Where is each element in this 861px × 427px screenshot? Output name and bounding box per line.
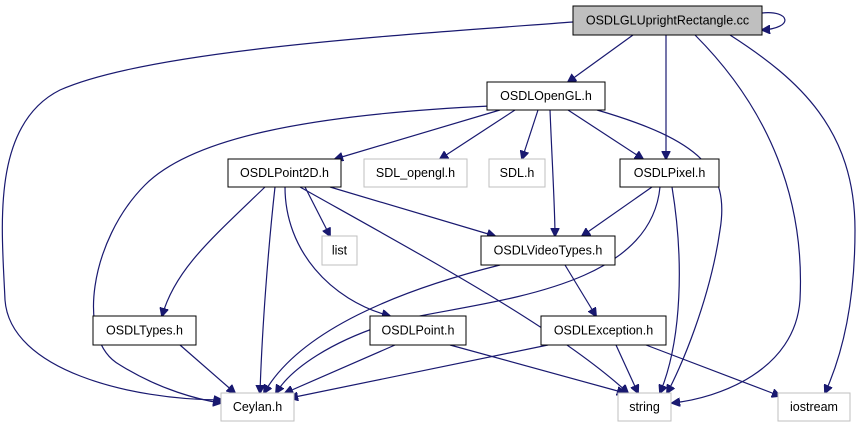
edge-pixel-to-videotypes (582, 186, 653, 236)
node-label: OSDLException.h (554, 324, 653, 338)
edge-opengl-to-point2d (335, 109, 501, 159)
node-label: OSDLTypes.h (106, 324, 183, 338)
node-point2d[interactable]: OSDLPoint2D.h (227, 158, 342, 188)
node-sdlopengl: SDL_opengl.h (363, 158, 468, 188)
edge-root-to-string (672, 34, 802, 403)
edge-opengl-to-sdlh (522, 109, 539, 159)
node-box (480, 235, 616, 266)
node-label: SDL.h (500, 166, 535, 180)
node-box (92, 315, 197, 346)
node-label: string (629, 400, 660, 414)
node-box (321, 235, 358, 266)
node-pixel[interactable]: OSDLPixel.h (619, 158, 720, 188)
edge-point2d-to-videotypes (329, 186, 495, 236)
edge-point2d-to-string (299, 186, 628, 393)
node-box (572, 5, 763, 36)
node-box (619, 158, 720, 188)
node-label: OSDLGLUprightRectangle.cc (586, 14, 749, 28)
node-videotypes[interactable]: OSDLVideoTypes.h (480, 235, 616, 266)
edge-videotypes-to-exception (564, 264, 596, 316)
edge-opengl-to-string (596, 109, 723, 393)
node-root[interactable]: OSDLGLUprightRectangle.cc (572, 5, 763, 36)
node-label: list (332, 244, 348, 258)
node-label: Ceylan.h (233, 400, 282, 414)
node-box (777, 392, 851, 422)
edge-point2d-to-ceylan (260, 186, 276, 393)
node-box (363, 158, 468, 188)
edge-point-to-ceylan (285, 344, 396, 393)
edge-opengl-to-ceylan (93, 105, 491, 403)
node-box (369, 315, 467, 346)
node-label: OSDLPoint2D.h (240, 166, 329, 180)
edge-pixel-to-string (660, 186, 680, 393)
edge-exception-to-ceylan (290, 344, 549, 398)
node-iostream: iostream (777, 392, 851, 422)
edge-root-to-iostream (729, 34, 856, 393)
node-box (617, 392, 672, 422)
node-types[interactable]: OSDLTypes.h (92, 315, 197, 346)
node-label: SDL_opengl.h (376, 166, 455, 180)
edge-opengl-to-pixel (567, 109, 643, 159)
node-box (220, 392, 295, 422)
node-sdlh: SDL.h (488, 158, 546, 188)
node-exception[interactable]: OSDLException.h (540, 315, 667, 346)
node-label: OSDLPoint.h (382, 324, 455, 338)
node-label: OSDLPixel.h (634, 166, 706, 180)
node-label: OSDLOpenGL.h (500, 89, 592, 103)
edge-root-to-opengl (568, 34, 634, 82)
node-list: list (321, 235, 358, 266)
edges-layer (1, 12, 856, 403)
edge-point2d-to-types (162, 186, 266, 316)
node-opengl[interactable]: OSDLOpenGL.h (486, 81, 606, 111)
edge-opengl-to-videotypes (549, 109, 555, 236)
node-box (540, 315, 667, 346)
edge-types-to-ceylan (179, 344, 235, 393)
edge-pixel-to-ceylan (276, 186, 661, 393)
node-box (227, 158, 342, 188)
node-label: iostream (790, 400, 838, 414)
node-box (488, 158, 546, 188)
edge-point2d-to-list (304, 186, 330, 236)
node-string: string (617, 392, 672, 422)
edge-exception-to-iostream (645, 344, 780, 396)
edge-videotypes-to-ceylan (264, 264, 501, 393)
node-label: OSDLVideoTypes.h (494, 244, 603, 258)
edge-root-to-root (762, 12, 786, 30)
nodes-layer: OSDLGLUprightRectangle.ccOSDLOpenGL.hOSD… (92, 5, 851, 422)
node-point[interactable]: OSDLPoint.h (369, 315, 467, 346)
edge-opengl-to-sdlopengl (440, 109, 516, 159)
edge-point-to-string (449, 344, 625, 393)
edge-root-to-ceylan (1, 21, 574, 400)
node-box (486, 81, 606, 111)
node-ceylan: Ceylan.h (220, 392, 295, 422)
edge-exception-to-string (615, 344, 638, 393)
